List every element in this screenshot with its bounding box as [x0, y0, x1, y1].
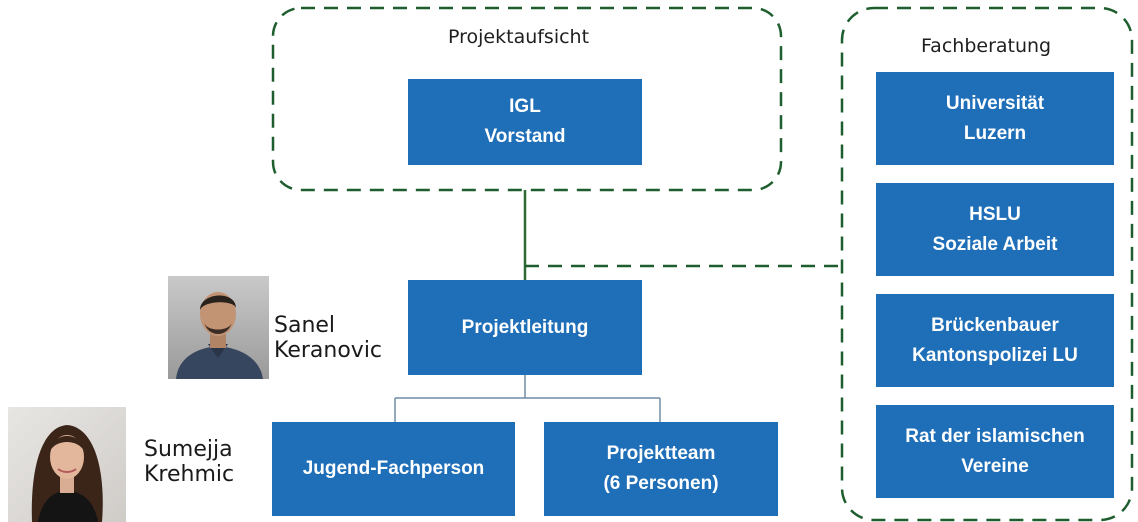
sumejja-krehmic-name: Sumejja Krehmic — [144, 437, 234, 487]
universitaet-luzern-line2: Luzern — [963, 122, 1027, 144]
projektteam-box: Projektteam (6 Personen) — [544, 422, 778, 516]
person-avatar-icon — [168, 276, 269, 379]
sanel-first-name: Sanel — [274, 313, 336, 338]
projektleitung-box: Projektleitung — [408, 280, 642, 375]
projektleitung-label: Projektleitung — [461, 316, 589, 338]
hslu-line2: Soziale Arbeit — [932, 233, 1058, 255]
sanel-keranovic-name: Sanel Keranovic — [274, 313, 382, 363]
rat-islamische-vereine-box: Rat der islamischen Vereine — [876, 405, 1114, 498]
jugend-fachperson-label: Jugend-Fachperson — [302, 458, 485, 479]
igl-vorstand-line2: Vorstand — [484, 126, 566, 147]
hslu-line1: HSLU — [969, 203, 1021, 225]
projektteam-line2: (6 Personen) — [603, 473, 719, 494]
sumejja-krehmic-photo — [8, 407, 126, 522]
universitaet-luzern-line1: Universität — [945, 92, 1045, 114]
projektaufsicht-title: Projektaufsicht — [448, 26, 590, 48]
igl-vorstand-line1: IGL — [509, 96, 541, 117]
sumejja-first-name: Sumejja — [144, 437, 233, 462]
universitaet-luzern-box: Universität Luzern — [876, 72, 1114, 165]
jugend-fachperson-box: Jugend-Fachperson — [272, 422, 515, 516]
fachberatung-frame — [840, 6, 1134, 522]
brueckenbauer-line2: Kantonspolizei LU — [912, 344, 1078, 366]
sanel-keranovic-photo — [168, 276, 269, 379]
projektteam-line1: Projektteam — [606, 443, 716, 464]
projektaufsicht-frame — [271, 6, 783, 192]
sumejja-last-name: Krehmic — [144, 462, 235, 487]
brueckenbauer-line1: Brückenbauer — [931, 314, 1059, 336]
igl-vorstand-box: IGL Vorstand — [408, 79, 642, 165]
fachberatung-title: Fachberatung — [921, 35, 1052, 57]
hslu-box: HSLU Soziale Arbeit — [876, 183, 1114, 276]
sanel-last-name: Keranovic — [274, 338, 383, 363]
rat-islamische-vereine-line1: Rat der islamischen — [905, 425, 1085, 447]
rat-islamische-vereine-line2: Vereine — [961, 455, 1029, 477]
person-avatar-icon — [8, 407, 126, 522]
brueckenbauer-box: Brückenbauer Kantonspolizei LU — [876, 294, 1114, 387]
